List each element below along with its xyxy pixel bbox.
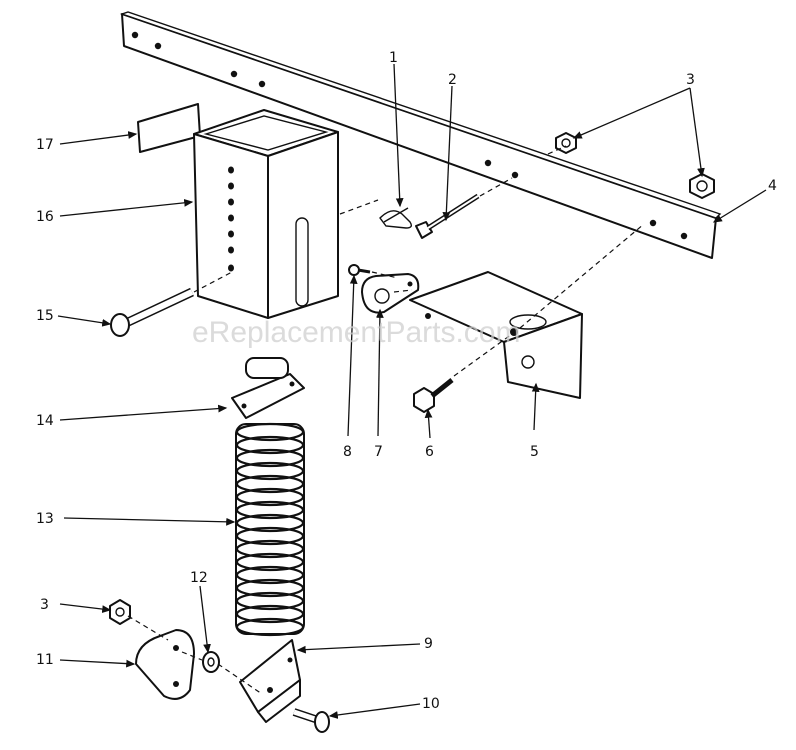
callout-7: 7 [374,444,383,460]
callout-12: 12 [190,570,208,586]
spring-coil [235,552,305,572]
callout-6: 6 [425,444,434,460]
spring-coil [235,565,305,585]
callout-1: 1 [389,50,398,66]
decal [137,103,201,153]
spring-coil [235,487,305,507]
coil-spring [235,422,305,637]
lock-nut-top-right [689,173,715,199]
clevis-pin [110,287,194,337]
spring-coil [235,435,305,455]
hair-pin-clip [379,207,413,229]
washer [202,651,220,673]
pivot-plate [361,273,420,314]
spring-coil [235,422,305,442]
square-tube-housing [193,109,339,319]
lower-plate [135,629,195,700]
spring-seat [231,357,305,419]
shoulder-bolt [292,708,330,733]
angle-bracket [409,271,583,399]
spring-coil [235,591,305,611]
callout-3-lower: 3 [40,597,49,613]
long-bolt [415,193,480,239]
spring-coil [235,474,305,494]
callout-8: 8 [343,444,352,460]
spring-coil [235,617,305,637]
callout-10: 10 [422,696,440,712]
spring-coil [235,526,305,546]
callout-15: 15 [36,308,54,324]
lock-nut-top-left [555,132,577,154]
callout-2: 2 [448,72,457,88]
small-screw [348,264,371,276]
callout-14: 14 [36,413,54,429]
callout-17: 17 [36,137,54,153]
spring-coil [235,461,305,481]
callout-numbers: 1 2 3 4 5 6 7 8 9 10 11 12 3 13 14 15 16… [36,50,777,712]
cap-screw [413,378,454,413]
assembly-lines [127,145,645,695]
callout-3-top: 3 [686,72,695,88]
watermark: eReplacementParts.com [192,316,520,349]
spring-coil [235,604,305,624]
callout-5: 5 [530,444,539,460]
spring-coil [235,448,305,468]
callout-13: 13 [36,511,54,527]
callout-4: 4 [768,178,777,194]
spring-coil [235,513,305,533]
callout-11: 11 [36,652,54,668]
callout-9: 9 [424,636,433,652]
lower-bracket [239,639,301,723]
leader-lines [57,63,767,719]
spring-coil [235,500,305,520]
callout-16: 16 [36,209,54,225]
mounting-bar [119,11,722,259]
spring-coil [235,539,305,559]
spring-coil [235,578,305,598]
lock-nut-lower [109,599,131,625]
